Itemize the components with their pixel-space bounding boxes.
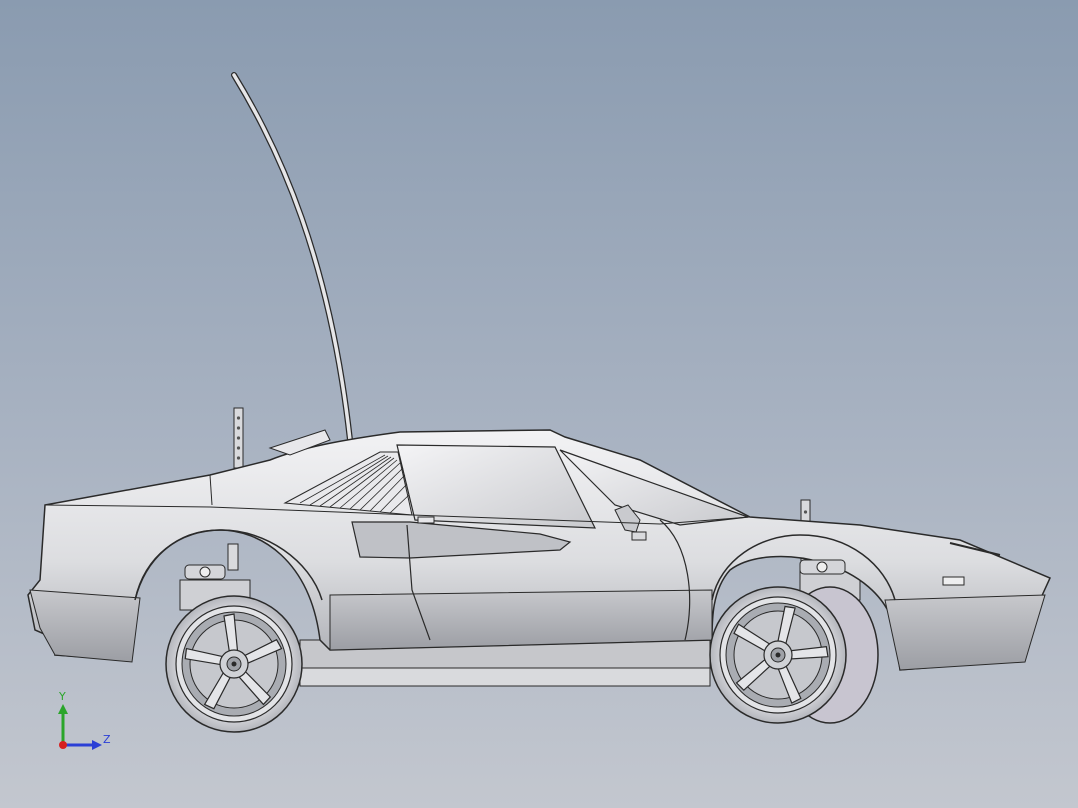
triad-z-label: Z [103,733,111,746]
antenna[interactable] [231,72,353,443]
front-body-post[interactable] [233,407,244,469]
rear-suspension[interactable] [799,559,846,575]
coordinate-triad[interactable]: Y Z [58,690,111,750]
front-wheel[interactable] [165,595,303,733]
triad-y-label: Y [58,690,66,703]
rear-wheel[interactable] [709,586,879,724]
car-body[interactable] [27,429,1052,671]
rear-louvre [283,451,413,516]
front-suspension[interactable] [184,543,239,580]
side-mirror [614,504,647,541]
